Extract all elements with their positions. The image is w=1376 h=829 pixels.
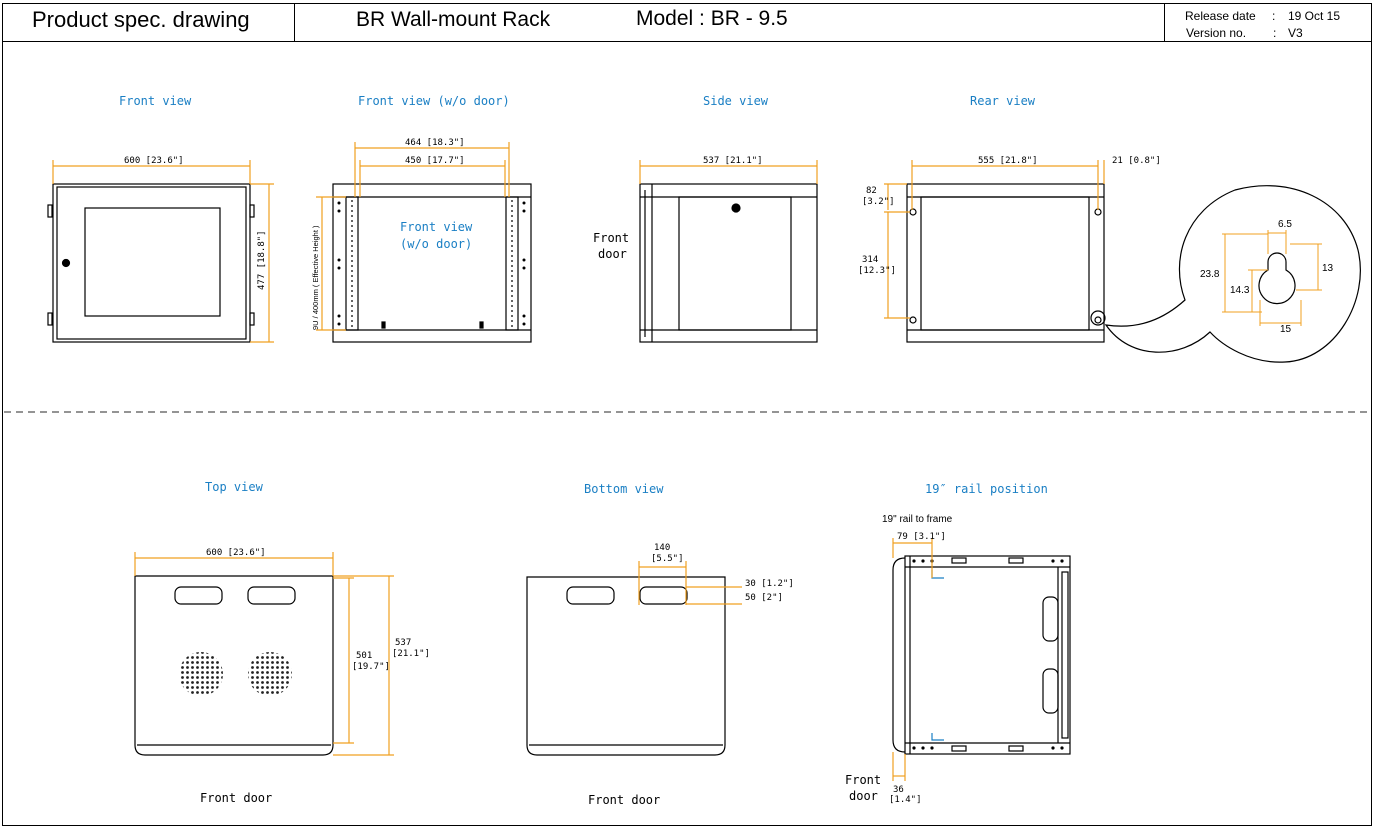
side-view [639, 183, 818, 343]
title-top-view: Top view [205, 480, 264, 494]
front-view-wo-door-dims [316, 142, 510, 331]
dim-rear-82: 82 [866, 186, 877, 196]
front-view-wo-door-holes [337, 201, 526, 326]
dim-front-height: 477 [18.8"] [257, 230, 267, 290]
title-rear-view: Rear view [970, 94, 1036, 108]
dim-rear-314: 314 [862, 255, 878, 265]
dim-wo-door-outer-width: 464 [18.3"] [405, 138, 465, 148]
dim-key-15: 15 [1280, 324, 1292, 335]
dim-top-537: 537 [395, 638, 411, 648]
dim-key-14-3: 14.3 [1230, 285, 1250, 296]
dim-top-501: 501 [356, 651, 372, 661]
dim-top-width: 600 [23.6"] [206, 548, 266, 558]
product-name: BR Wall-mount Rack [356, 8, 551, 31]
document-type: Product spec. drawing [32, 7, 250, 32]
title-front-view-wo-door: Front view (w/o door) [358, 94, 510, 108]
dim-bottom-140: 140 [654, 543, 670, 553]
rail-position-dims [892, 538, 933, 781]
dim-bottom-140-in: [5.5"] [651, 554, 684, 564]
top-front-door-label: Front door [200, 791, 272, 805]
dim-side-depth: 537 [21.1"] [703, 156, 763, 166]
dim-rear-offset: 21 [0.8"] [1112, 156, 1161, 166]
dim-top-501-in: [19.7"] [352, 662, 390, 672]
model-number: Model : BR - 9.5 [636, 7, 788, 30]
title-rail-position: 19″ rail position [925, 482, 1048, 496]
view-titles: Front view Front view (w/o door) Side vi… [119, 94, 1048, 496]
dim-key-13: 13 [1322, 263, 1334, 274]
dim-key-23-8: 23.8 [1200, 269, 1220, 280]
dim-rail-79: 79 [3.1"] [897, 532, 946, 542]
dim-wo-door-inner-width: 450 [17.7"] [405, 156, 465, 166]
keyhole-detail-dims [1222, 230, 1322, 326]
inner-label-front-view: Front view [400, 220, 473, 234]
bottom-view [526, 576, 726, 756]
front-view-dims [52, 160, 274, 343]
rear-view-dims [884, 160, 1105, 319]
dim-rail-36: 36 [893, 785, 904, 795]
effective-height-label: 9U / 400mm ( Effective Height ) [311, 225, 320, 330]
front-view [47, 183, 255, 343]
version-value: V3 [1288, 26, 1303, 40]
inner-label-wo-door: (w/o door) [400, 237, 472, 251]
dimension-texts: 600 [23.6"] 477 [18.8"] 464 [18.3"] 450 … [124, 138, 1161, 805]
title-cell-meta [1164, 3, 1372, 41]
dim-rear-width: 555 [21.8"] [978, 156, 1038, 166]
title-front-view: Front view [119, 94, 192, 108]
title-block [2, 3, 1372, 42]
rear-view [906, 183, 1106, 343]
top-view [134, 575, 334, 756]
dim-top-537-in: [21.1"] [392, 649, 430, 659]
release-date-label: Release date [1185, 9, 1256, 23]
dim-bottom-30: 30 [1.2"] [745, 579, 794, 589]
side-front-door-label-1: Front [593, 231, 629, 245]
keyhole-detail-callout [1104, 185, 1361, 363]
rail-position-holes [912, 559, 1064, 750]
side-front-door-label-2: door [598, 247, 627, 261]
dim-rear-82-in: [3.2"] [862, 197, 895, 207]
rail-to-frame-label: 19" rail to frame [882, 514, 953, 525]
rail-markers [931, 570, 944, 741]
part-labels: Front door Front door Front door Front d… [200, 231, 881, 807]
rail-position-view [892, 555, 1071, 755]
bottom-front-door-label: Front door [588, 793, 660, 807]
side-view-dims [639, 160, 818, 184]
release-date-sep: : [1272, 9, 1276, 23]
title-bottom-view: Bottom view [584, 482, 664, 496]
version-sep: : [1273, 26, 1277, 40]
title-cell-doc-type [2, 3, 295, 41]
title-side-view: Side view [703, 94, 769, 108]
drawing-frame [2, 3, 1372, 826]
release-date-value: 19 Oct 15 [1288, 9, 1341, 23]
dim-bottom-50: 50 [2"] [745, 593, 783, 603]
dim-front-width: 600 [23.6"] [124, 156, 184, 166]
front-view-wo-door [332, 183, 532, 343]
version-label: Version no. [1186, 26, 1247, 40]
rail-front-door-label-1: Front [845, 773, 881, 787]
dim-rear-314-in: [12.3"] [858, 266, 896, 276]
dim-key-6-5: 6.5 [1278, 219, 1292, 230]
rail-front-door-label-2: door [849, 789, 878, 803]
dim-rail-36-in: [1.4"] [889, 795, 922, 805]
bottom-view-dims [638, 561, 742, 605]
keyhole-dimension-texts: 6.5 23.8 14.3 13 15 [1200, 219, 1334, 335]
top-view-dims [134, 552, 394, 756]
